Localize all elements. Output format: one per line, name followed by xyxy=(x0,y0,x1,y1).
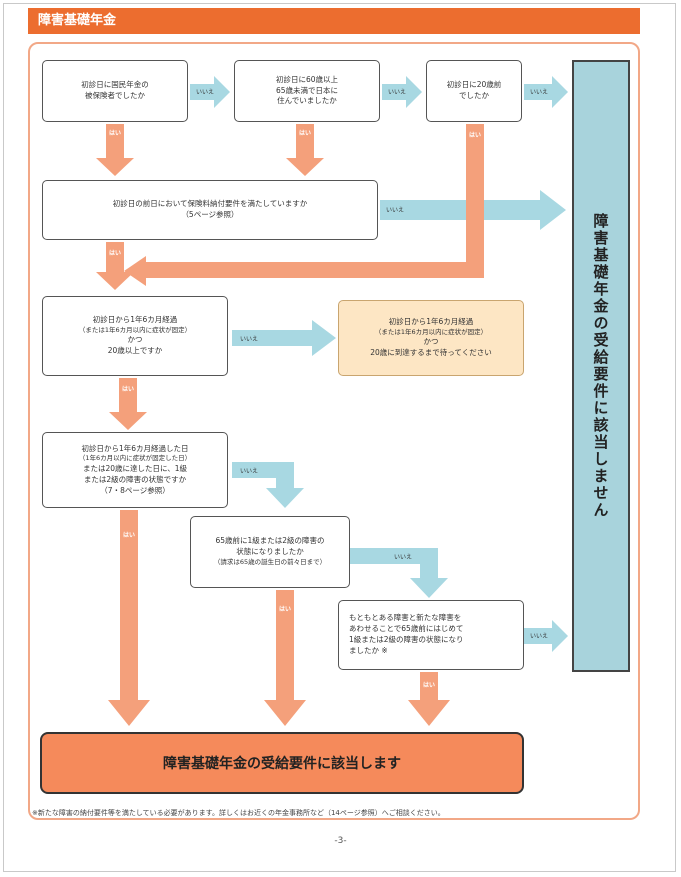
wait-line: かつ xyxy=(423,337,439,347)
q6-line: または2級の障害の状態ですか xyxy=(83,474,187,484)
q8-line: ましたか ※ xyxy=(349,645,388,655)
yes-label: はい xyxy=(109,130,122,137)
q5-line: 20歳以上ですか xyxy=(107,346,163,356)
question-box-1: 初診日に国民年金の 被保険者でしたか xyxy=(42,60,188,122)
yes-label: はい xyxy=(109,250,122,257)
yes-arrow-q3 xyxy=(124,124,484,286)
q6-line: または20歳に達した日に、1級 xyxy=(82,463,188,473)
result-qualified: 障害基礎年金の受給要件に該当します xyxy=(40,732,524,794)
no-arrow-q2-q3 xyxy=(382,76,422,108)
result-qualified-text: 障害基礎年金の受給要件に該当します xyxy=(163,756,401,772)
result-not-qualified: 障害基礎年金の受給要件に該当しません xyxy=(572,60,630,672)
result-not-qualified-text: 障害基礎年金の受給要件に該当しません xyxy=(591,213,610,519)
q5-line: かつ xyxy=(127,335,143,345)
question-box-7: 65歳前に1級または2級の障害の 状態になりましたか （請求は65歳の誕生日の前… xyxy=(190,516,350,588)
no-label: いいえ xyxy=(530,633,549,640)
yes-label: はい xyxy=(123,532,136,539)
q2-line: 初診日に60歳以上 xyxy=(275,74,339,84)
q2-line: 住んでいましたか xyxy=(277,96,337,106)
wait-line: 初診日から1年6カ月経過 xyxy=(388,316,474,326)
q7-line: 状態になりましたか xyxy=(236,547,304,557)
q7-line: 65歳前に1級または2級の障害の xyxy=(215,536,325,546)
q6-line: （7・8ページ参照） xyxy=(100,485,170,495)
no-label: いいえ xyxy=(388,89,407,96)
no-arrow-q7-q8 xyxy=(350,548,448,598)
no-arrow-q1-q2 xyxy=(190,76,230,108)
yes-arrow-q5 xyxy=(109,378,147,430)
no-arrow-q6-q7 xyxy=(232,462,304,508)
no-label: いいえ xyxy=(240,336,259,343)
q5-line: （または1年6カ月以内に症状が固定） xyxy=(78,325,192,334)
yes-arrow-q7 xyxy=(264,590,306,726)
q8-line: 1級または2級の障害の状態になり xyxy=(349,635,464,644)
wait-line: （または1年6カ月以内に症状が固定） xyxy=(374,327,488,336)
page-frame xyxy=(3,3,676,872)
no-arrow-q3-noqual xyxy=(524,76,568,108)
yes-label: はい xyxy=(279,606,292,613)
q8-line: もともとある障害と新たな障害を xyxy=(349,613,462,623)
q4-line: 初診日の前日において保険料納付要件を満たしていますか xyxy=(112,199,308,209)
no-arrow-q8-noqual xyxy=(524,620,568,652)
q1-line: 初診日に国民年金の xyxy=(81,80,149,90)
no-label: いいえ xyxy=(196,89,215,96)
question-box-5: 初診日から1年6カ月経過 （または1年6カ月以内に症状が固定） かつ 20歳以上… xyxy=(42,296,228,376)
yes-label: はい xyxy=(423,682,436,689)
yes-label: はい xyxy=(299,130,312,137)
question-box-2: 初診日に60歳以上 65歳未満で日本に 住んでいましたか xyxy=(234,60,380,122)
q1-line: 被保険者でしたか xyxy=(85,91,145,100)
page-number: -3- xyxy=(334,836,347,846)
q6-line: （1年6カ月以内に症状が固定した日） xyxy=(78,454,192,463)
no-label: いいえ xyxy=(394,554,413,561)
q3-line: でしたか xyxy=(458,91,489,100)
yes-arrow-q6 xyxy=(108,510,150,726)
q7-note: （請求は65歳の誕生日の前々日まで） xyxy=(213,558,327,567)
q5-line: 初診日から1年6カ月経過 xyxy=(92,314,178,324)
no-label: いいえ xyxy=(530,89,549,96)
q2-line: 65歳未満で日本に xyxy=(275,85,339,95)
yes-label: はい xyxy=(122,386,135,393)
wait-line: 20歳に到達するまで待ってください xyxy=(370,348,492,358)
q8-line: あわせることで65歳前にはじめて xyxy=(349,624,464,634)
q4-note: （5ページ参照） xyxy=(181,210,239,219)
no-label: いいえ xyxy=(386,207,405,214)
question-box-6: 初診日から1年6カ月経過した日 （1年6カ月以内に症状が固定した日） または20… xyxy=(42,432,228,508)
q6-line: 初診日から1年6カ月経過した日 xyxy=(81,443,189,453)
yes-arrow-q2 xyxy=(286,124,324,176)
question-box-8: もともとある障害と新たな障害を あわせることで65歳前にはじめて 1級または2級… xyxy=(338,600,524,670)
yes-label: はい xyxy=(469,132,482,139)
question-box-4: 初診日の前日において保険料納付要件を満たしていますか （5ページ参照） xyxy=(42,180,378,240)
no-arrow-q5-wait xyxy=(232,320,336,356)
yes-arrow-q8 xyxy=(408,672,450,726)
section-title: 障害基礎年金 xyxy=(28,8,640,34)
yes-arrow-q4 xyxy=(96,242,134,290)
question-box-3: 初診日に20歳前 でしたか xyxy=(426,60,522,122)
q3-line: 初診日に20歳前 xyxy=(446,80,502,90)
footnote: ※新たな障害の納付要件等を満たしている必要があります。詳しくはお近くの年金事務所… xyxy=(32,809,445,817)
wait-box: 初診日から1年6カ月経過 （または1年6カ月以内に症状が固定） かつ 20歳に到… xyxy=(338,300,524,376)
no-label: いいえ xyxy=(240,468,259,475)
yes-arrow-q1 xyxy=(96,124,134,176)
